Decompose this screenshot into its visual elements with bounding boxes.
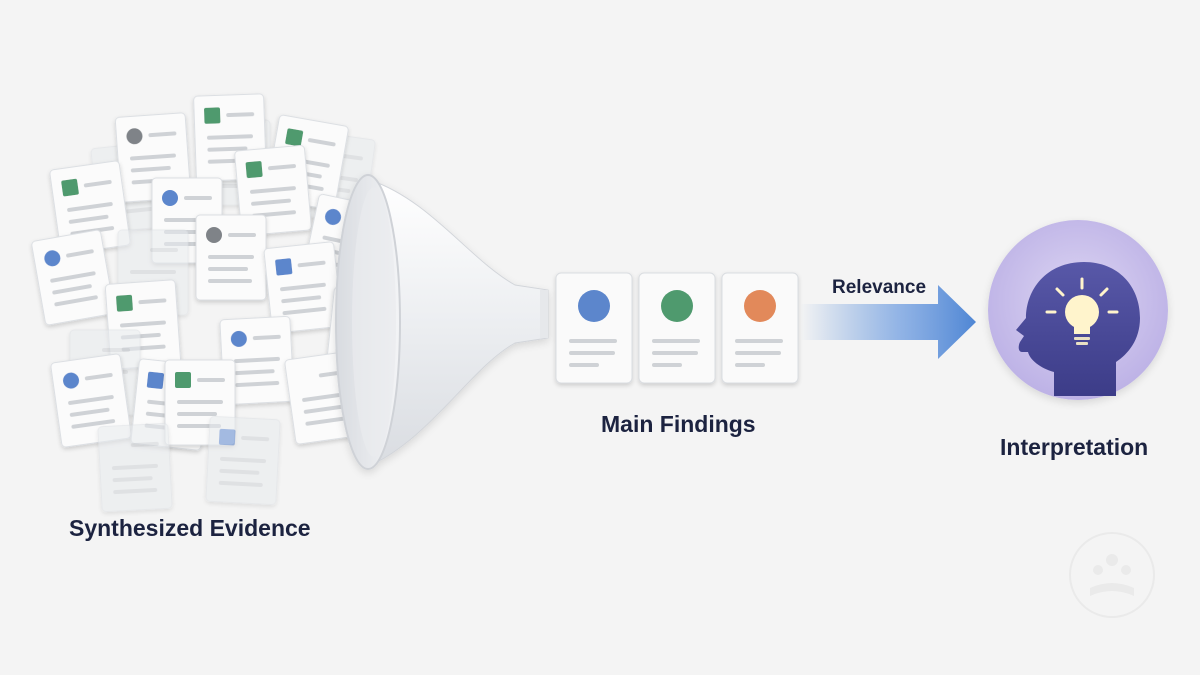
finding-card-icon xyxy=(638,272,716,384)
document-icon xyxy=(195,214,267,301)
head-lightbulb-icon xyxy=(988,220,1168,400)
finding-card-icon xyxy=(721,272,799,384)
synthesized-evidence-label: Synthesized Evidence xyxy=(69,515,311,541)
document-icon xyxy=(31,229,115,326)
document-icon xyxy=(97,422,173,513)
relevance-label: Relevance xyxy=(832,277,927,298)
document-icon xyxy=(205,415,281,506)
main-findings-label: Main Findings xyxy=(601,411,756,437)
document-icon xyxy=(49,160,131,255)
funnel-icon xyxy=(335,174,549,470)
arrow-right-icon xyxy=(800,285,976,359)
interpretation-label: Interpretation xyxy=(1000,434,1149,460)
main-findings-cards xyxy=(555,272,799,384)
finding-card-icon xyxy=(555,272,633,384)
document-icon xyxy=(234,144,312,237)
document-icon xyxy=(263,241,343,334)
watermark-logo-icon xyxy=(1069,532,1155,618)
document-icon xyxy=(50,353,132,448)
